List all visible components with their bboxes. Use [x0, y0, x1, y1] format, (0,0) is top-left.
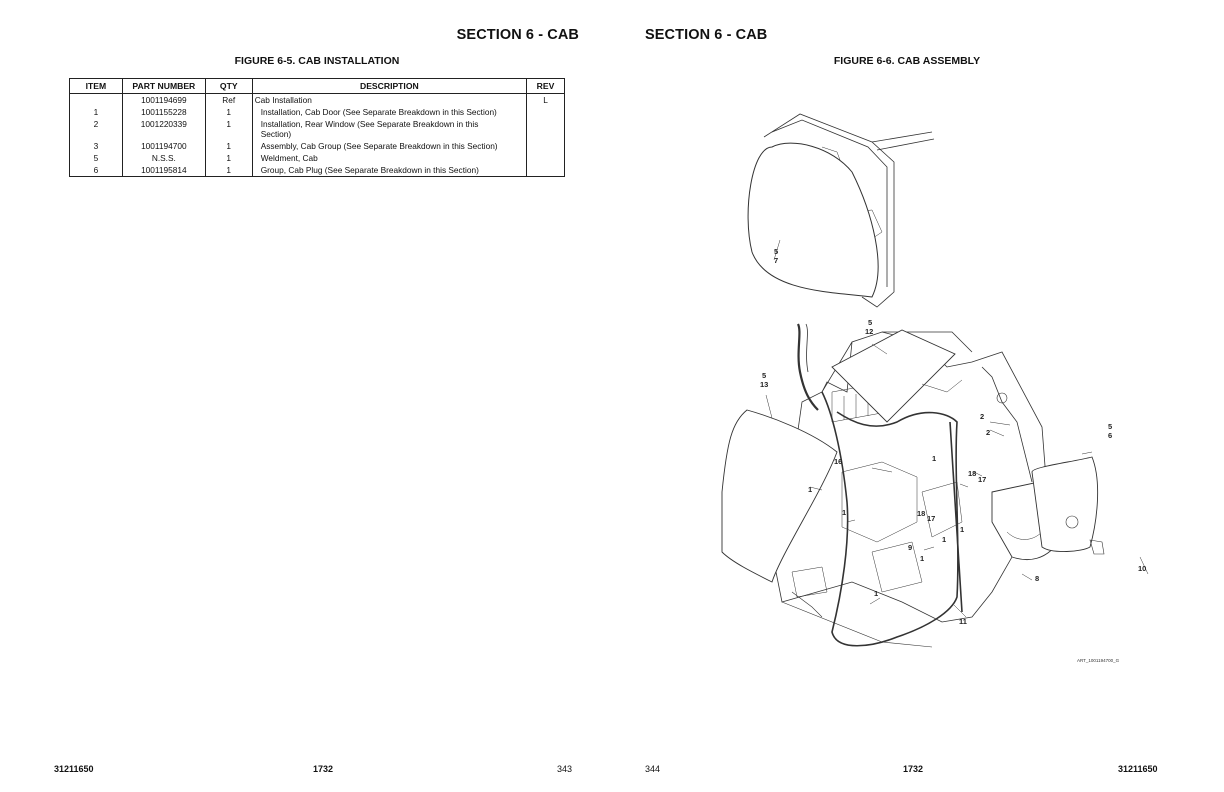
cell-qty: 1	[204, 140, 253, 152]
callout-5: 5	[868, 318, 872, 327]
cell-rev	[526, 164, 565, 177]
cell-description: Installation, Rear Window (See Separate …	[251, 118, 528, 140]
callout-10: 10	[1138, 564, 1146, 573]
footer-model: 1732	[903, 764, 924, 774]
table-header-row: ITEM PART NUMBER QTY DESCRIPTION REV	[69, 78, 565, 94]
table-row: 2 1001220339 1 Installation, Rear Window…	[69, 118, 565, 140]
callout-labels: 5 7 5 12 5 13 2 2 5 6 16 1 1 1 18 17 18 …	[760, 247, 1146, 626]
callout-13: 13	[760, 380, 768, 389]
callout-1: 1	[920, 554, 924, 563]
cab-frame	[721, 323, 1105, 648]
callout-5: 5	[762, 371, 766, 380]
callout-18: 18	[917, 509, 925, 518]
cell-rev: L	[526, 93, 565, 106]
callout-1: 1	[808, 485, 812, 494]
cell-qty: 1	[204, 164, 253, 177]
cell-part-number: 1001194700	[121, 140, 206, 152]
cell-part-number: 1001220339	[121, 118, 206, 140]
cell-part-number: 1001194699	[121, 93, 206, 106]
callout-1: 1	[932, 454, 936, 463]
callout-8: 8	[1035, 574, 1039, 583]
callout-1: 1	[874, 589, 878, 598]
cell-qty: Ref	[204, 93, 253, 106]
callout-17: 17	[978, 475, 986, 484]
callout-2: 2	[980, 412, 984, 421]
cell-rev	[526, 152, 565, 164]
right-page: SECTION 6 - CAB FIGURE 6-6. CAB ASSEMBLY	[612, 0, 1224, 792]
callout-2: 2	[986, 428, 990, 437]
cell-rev	[526, 106, 565, 118]
callout-11: 11	[959, 617, 967, 626]
cell-part-number: 1001195814	[121, 164, 206, 177]
cell-rev	[526, 140, 565, 152]
callout-1: 1	[960, 525, 964, 534]
header-rev: REV	[526, 78, 565, 94]
callout-5: 5	[1108, 422, 1112, 431]
footer-doc-number: 31211650	[1118, 764, 1158, 774]
cell-description: Cab Installation	[251, 93, 528, 106]
cab-assembly-illustration: 5 7 5 12 5 13 2 2 5 6 16 1 1 1 18 17 18 …	[721, 113, 1149, 648]
cell-description: Group, Cab Plug (See Separate Breakdown …	[251, 164, 528, 177]
cell-item: 6	[69, 164, 123, 177]
callout-16: 16	[834, 457, 842, 466]
cell-qty: 1	[204, 152, 253, 164]
cell-qty: 1	[204, 106, 253, 118]
cell-item: 5	[69, 152, 123, 164]
section-title: SECTION 6 - CAB	[645, 27, 768, 43]
table-row: 3 1001194700 1 Assembly, Cab Group (See …	[69, 140, 565, 152]
cell-item: 2	[69, 118, 123, 140]
header-part-number: PART NUMBER	[121, 78, 206, 94]
callout-9: 9	[908, 543, 912, 552]
footer-page-number: 344	[645, 764, 661, 774]
section-title: SECTION 6 - CAB	[456, 27, 579, 43]
header-qty: QTY	[204, 78, 253, 94]
parts-table: ITEM PART NUMBER QTY DESCRIPTION REV 100…	[69, 78, 565, 177]
cell-item	[69, 93, 123, 106]
cell-rev	[526, 118, 565, 140]
footer-doc-number: 31211650	[54, 764, 94, 774]
figure-title: FIGURE 6-5. CAB INSTALLATION	[234, 55, 400, 67]
footer-page-number: 343	[557, 764, 573, 774]
callout-6: 6	[1108, 431, 1112, 440]
table-row: 6 1001195814 1 Group, Cab Plug (See Sepa…	[69, 164, 565, 177]
callout-18: 18	[968, 469, 976, 478]
callout-1: 1	[942, 535, 946, 544]
cell-description: Weldment, Cab	[251, 152, 528, 164]
cell-description: Installation, Cab Door (See Separate Bre…	[251, 106, 528, 118]
cell-description: Assembly, Cab Group (See Separate Breakd…	[251, 140, 528, 152]
callout-17: 17	[927, 514, 935, 523]
left-page: SECTION 6 - CAB FIGURE 6-5. CAB INSTALLA…	[54, 27, 579, 774]
header-item: ITEM	[69, 78, 123, 94]
footer-model: 1732	[313, 764, 334, 774]
callout-12: 12	[865, 327, 873, 336]
header-description: DESCRIPTION	[251, 78, 528, 94]
leader-lines	[765, 239, 1149, 618]
cell-part-number: 1001155228	[121, 106, 206, 118]
table-row: 5 N.S.S. 1 Weldment, Cab	[69, 152, 565, 164]
rear-window-detail	[747, 113, 935, 308]
figure-title: FIGURE 6-6. CAB ASSEMBLY	[833, 55, 981, 67]
table-row: 1001194699 Ref Cab Installation L	[69, 93, 565, 106]
cell-item: 1	[69, 106, 123, 118]
callout-7: 7	[774, 256, 778, 265]
art-id: ART_1001194700_G	[1077, 658, 1120, 663]
cell-qty: 1	[204, 118, 253, 140]
cell-item: 3	[69, 140, 123, 152]
table-row: 1 1001155228 1 Installation, Cab Door (S…	[69, 106, 565, 118]
callout-5: 5	[774, 247, 778, 256]
cell-part-number: N.S.S.	[121, 152, 206, 164]
callout-1: 1	[842, 508, 846, 517]
